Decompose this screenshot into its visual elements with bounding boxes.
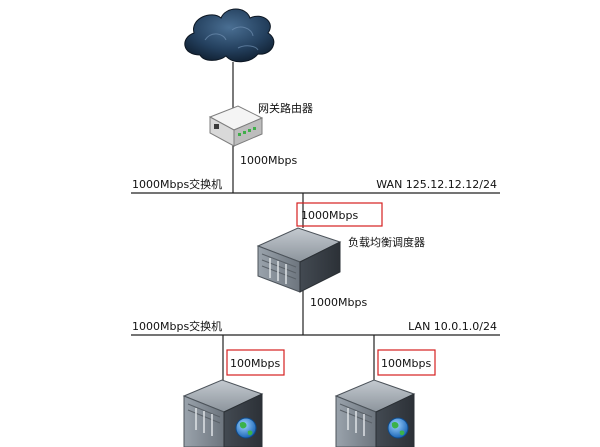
router-uplink-speed: 1000Mbps xyxy=(240,154,297,167)
server1-link-highlight-box xyxy=(226,349,285,376)
load-balancer-label: 负载均衡调度器 xyxy=(348,235,425,249)
server2-link-speed: 100Mbps xyxy=(381,357,431,370)
server-icon xyxy=(256,227,342,293)
server2-link-highlight-box xyxy=(377,349,436,376)
router-icon xyxy=(208,105,264,147)
globe-icon xyxy=(235,417,257,439)
wan-network-label: WAN 125.12.12.12/24 xyxy=(376,178,497,191)
lb-downlink-speed: 1000Mbps xyxy=(310,296,367,309)
lb-uplink-highlight-box xyxy=(296,202,383,227)
globe-icon xyxy=(387,417,409,439)
connection-lines xyxy=(131,62,500,380)
server1-link-speed: 100Mbps xyxy=(230,357,280,370)
wan-switch-label: 1000Mbps交换机 xyxy=(132,177,222,191)
gateway-router-label: 网关路由器 xyxy=(258,101,313,115)
lb-uplink-speed: 1000Mbps xyxy=(301,209,358,222)
lan-switch-label: 1000Mbps交换机 xyxy=(132,319,222,333)
cloud-icon xyxy=(184,8,275,63)
lan-network-label: LAN 10.0.1.0/24 xyxy=(408,320,497,333)
